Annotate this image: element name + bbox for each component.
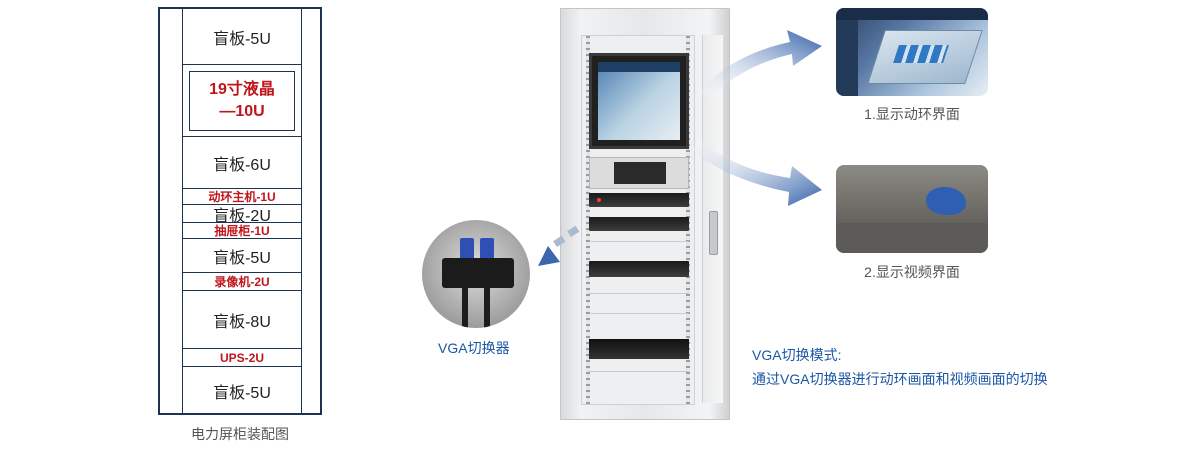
blank-line <box>589 371 689 372</box>
slot-label: 抽屉柜-1U <box>214 224 270 238</box>
cabinet-door <box>702 35 723 403</box>
cabinet-photo <box>560 8 730 420</box>
slot-label: 录像机-2U <box>214 275 270 289</box>
vga-plug <box>460 238 474 260</box>
kvm-body <box>442 258 514 288</box>
slot-label: 盲板-5U <box>213 385 271 402</box>
rack-caption: 电力屏柜装配图 <box>191 426 289 442</box>
slot-label: 动环主机-1U <box>208 190 276 204</box>
video-screen-caption: 2.显示视频界面 <box>864 264 960 280</box>
slot-blank-2u-a: 盲板-2U <box>183 205 301 225</box>
monitor-size-label: —10U <box>219 102 265 120</box>
slot-label: 盲板-8U <box>213 313 271 331</box>
mode-title: VGA切换模式: <box>752 347 842 363</box>
vga-plug <box>480 238 494 260</box>
rack-slots: 盲板-5U 19寸液晶 —10U 盲板-6U 动环主机-1U 盲板-2U 抽屉柜… <box>182 9 302 415</box>
monitor-box: 19寸液晶 —10U <box>189 70 295 131</box>
cabinet-device-1 <box>589 217 689 231</box>
slot-label: 盲板-5U <box>213 30 271 48</box>
slot-env-host: 动环主机-1U <box>183 189 301 205</box>
kvm-label: VGA切换器 <box>438 340 510 356</box>
slot-blank-5u-top: 盲板-5U <box>183 9 301 65</box>
blank-line <box>589 293 689 294</box>
cable <box>484 286 490 328</box>
slot-blank-5u-bottom: 盲板-5U <box>183 367 301 415</box>
mode-description: 通过VGA切换器进行动环画面和视频画面的切换 <box>752 371 1048 387</box>
env-screen-thumbnail <box>836 8 988 96</box>
video-screen-thumbnail <box>836 165 988 253</box>
cabinet-env-host <box>589 193 689 207</box>
env-screen-caption: 1.显示动环界面 <box>864 106 960 122</box>
rack-diagram: 盲板-5U 19寸液晶 —10U 盲板-6U 动环主机-1U 盲板-2U 抽屉柜… <box>158 7 322 415</box>
cabinet-recorder <box>589 261 689 277</box>
cabinet-monitor <box>589 53 689 149</box>
cabinet-ups <box>589 339 689 359</box>
slot-label: 盲板-5U <box>213 249 271 267</box>
blank-line <box>589 241 689 242</box>
slot-blank-5u-mid: 盲板-5U <box>183 239 301 273</box>
slot-drawer: 抽屉柜-1U <box>183 223 301 239</box>
slot-monitor: 19寸液晶 —10U <box>183 65 301 137</box>
slot-label: UPS-2U <box>219 350 264 365</box>
slot-blank-6u: 盲板-6U <box>183 137 301 189</box>
slot-blank-8u: 盲板-8U <box>183 291 301 349</box>
slot-ups: UPS-2U <box>183 349 301 367</box>
kvm-panel <box>614 162 666 184</box>
slot-recorder: 录像机-2U <box>183 273 301 291</box>
cabinet-kvm-drawer <box>589 157 689 189</box>
slot-label: 盲板-6U <box>213 156 271 174</box>
cable <box>462 286 468 328</box>
door-handle <box>709 211 718 255</box>
monitor-screen <box>598 62 680 140</box>
blank-line <box>589 313 689 314</box>
kvm-switch-photo <box>422 220 530 328</box>
slot-label: 盲板-2U <box>213 207 271 225</box>
monitor-label: 19寸液晶 <box>209 80 275 98</box>
